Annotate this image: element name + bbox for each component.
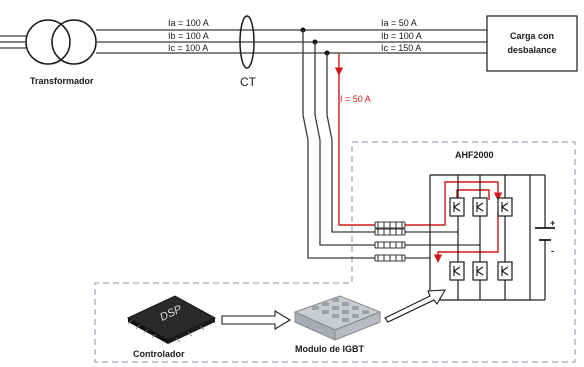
source-current-b: Ib = 100 A [168, 31, 209, 41]
load-current-a: Ia = 50 A [381, 18, 417, 28]
igbt-module [293, 295, 382, 341]
filter-inductors [374, 221, 406, 262]
injected-current-path [334, 53, 503, 263]
controller-label: Controlador [133, 349, 185, 359]
dsp-to-igbt-arrow [221, 310, 292, 330]
ahf-label: AHF2000 [455, 150, 494, 160]
ahf-dashed-enclosure [94, 141, 576, 363]
transformer-symbol [0, 19, 97, 65]
igbt-bridge [429, 174, 555, 301]
source-current-c: Ic = 100 A [168, 43, 208, 53]
three-phase-bus [96, 29, 487, 54]
dsp-chip: DSP [126, 295, 217, 344]
plus-sign: + [550, 218, 555, 228]
igbt-module-label: Modulo de IGBT [295, 344, 364, 354]
load-current-c: Ic = 150 A [381, 43, 421, 53]
signal-arrows [221, 289, 446, 330]
branch-conductors [302, 30, 480, 259]
transformer-label: Transformador [30, 76, 94, 86]
injected-current-label: I = 50 A [340, 94, 371, 104]
ct-symbol [239, 15, 255, 69]
load-current-b: Ib = 100 A [381, 31, 422, 41]
load-label-line2: desbalance [507, 45, 556, 55]
load-label-line1: Carga con [510, 31, 554, 41]
source-current-a: Ia = 100 A [168, 18, 209, 28]
load-box [486, 15, 578, 72]
igbt-to-bridge-arrow [384, 289, 446, 323]
ct-label: CT [240, 75, 257, 89]
minus-sign: - [551, 246, 554, 256]
breaker-switches [302, 114, 333, 141]
